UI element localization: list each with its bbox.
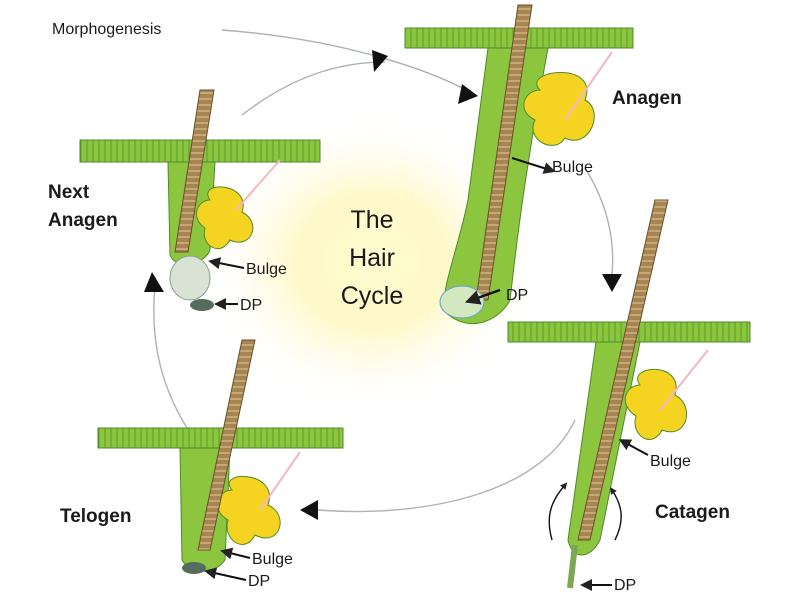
arrow-anagen-to-catagen xyxy=(584,167,614,276)
arrow-next-to-anagen xyxy=(241,61,386,116)
dp-label-telogen: DP xyxy=(248,573,270,590)
stage-anagen: Anagen xyxy=(612,88,682,109)
center-glow xyxy=(202,112,542,412)
arrow-morphogenesis xyxy=(221,29,471,93)
center-title-line2: Hair xyxy=(349,244,395,272)
dp-label-catagen: DP xyxy=(614,577,636,594)
stage-next-anagen-line1: Next xyxy=(48,182,90,203)
bulge-label-anagen: Bulge xyxy=(552,159,593,176)
arrowhead-morpho xyxy=(458,84,478,104)
cycle-arrows xyxy=(153,29,614,513)
stage-catagen: Catagen xyxy=(655,502,730,523)
center-title-line1: The xyxy=(350,206,393,234)
dp-label-anagen: DP xyxy=(506,287,528,304)
center-title-line3: Cycle xyxy=(341,282,404,310)
arrowhead-left xyxy=(144,272,164,292)
bulge-label-telogen: Bulge xyxy=(252,551,293,568)
follicle-telogen xyxy=(97,339,344,581)
arrowhead-bottom xyxy=(300,500,318,520)
cycle-arrowheads xyxy=(144,50,622,520)
dp-label-next-anagen: DP xyxy=(240,297,262,314)
bulge-label-catagen: Bulge xyxy=(650,453,691,470)
follicle-next-anagen xyxy=(79,89,321,311)
stage-telogen: Telogen xyxy=(60,506,131,527)
arrow-catagen-to-telogen xyxy=(317,419,576,513)
arrowhead-right xyxy=(602,274,622,292)
arrowhead-top xyxy=(372,50,388,72)
arrow-telogen-to-next xyxy=(153,284,196,441)
follicle-anagen xyxy=(404,4,634,324)
stage-next-anagen-line2: Anagen xyxy=(48,210,118,231)
bulge-label-next-anagen: Bulge xyxy=(246,261,287,278)
morphogenesis-label: Morphogenesis xyxy=(52,21,161,38)
follicle-catagen xyxy=(507,199,751,591)
